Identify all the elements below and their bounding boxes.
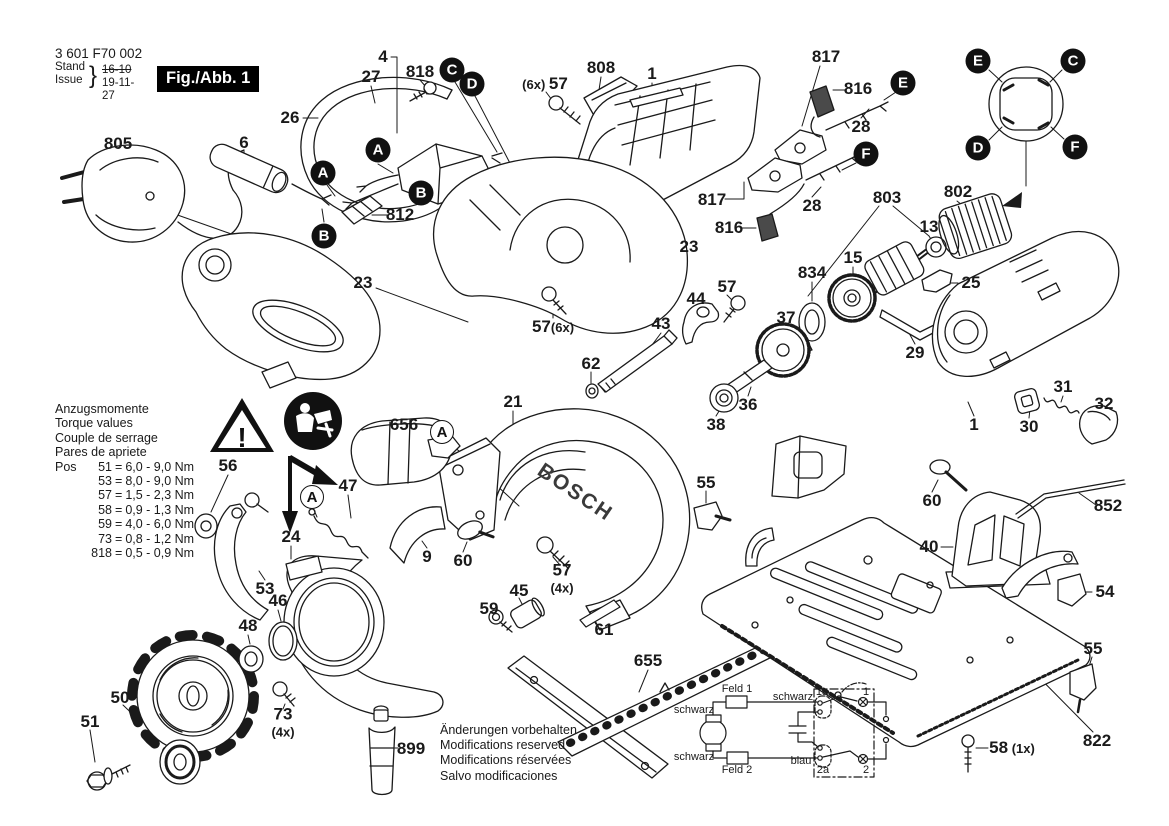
pin-61-drawing	[579, 599, 621, 628]
screw-818-drawing	[409, 81, 437, 102]
spring-31-drawing	[1043, 397, 1080, 414]
dome-screw-60	[457, 520, 495, 540]
torque-row: 53=8,0 - 9,0 Nm	[98, 474, 195, 489]
reference-arrows	[282, 455, 338, 533]
flange-46-48-drawing	[238, 621, 298, 673]
base-plate-drawing	[701, 516, 1091, 748]
brush-assembly-top	[774, 85, 889, 165]
roller-45-drawing	[510, 597, 545, 629]
torque-title-line: Torque values	[55, 416, 133, 431]
saw-blade-drawing	[127, 630, 259, 762]
gear-train-drawing	[585, 295, 811, 413]
grease-tube-drawing	[368, 705, 396, 796]
paper-9-drawing	[389, 506, 446, 564]
angle-guide-drawing	[929, 459, 1126, 607]
screw-58-drawing	[961, 734, 975, 773]
blade-guard-drawing	[437, 408, 691, 631]
cord-sleeve-drawing	[209, 143, 289, 194]
torque-row: 57=1,5 - 2,3 Nm	[98, 488, 195, 503]
note-line: Änderungen vorbehalten	[440, 723, 577, 737]
brush-ring-drawing	[988, 66, 1064, 142]
hex-key-852	[1015, 479, 1126, 519]
screw-73-drawing	[272, 681, 296, 707]
brush-plate-25	[921, 269, 953, 293]
issue-label: Issue	[55, 74, 83, 86]
knob-55-left-drawing	[693, 501, 732, 531]
screw-57-6x-top	[548, 95, 581, 125]
knob-55-right-drawing	[1069, 663, 1097, 714]
part-number: 3 601 F70 002	[55, 46, 143, 61]
note-line: Modifications reserved	[440, 738, 566, 753]
torque-row: 58=0,9 - 1,3 Nm	[98, 502, 195, 517]
handle-cover-drawing	[181, 232, 381, 389]
armature-drawing	[798, 236, 947, 353]
stand-value-old: 16-10	[102, 64, 132, 76]
spring-47-drawing	[308, 508, 369, 559]
torque-row: 818=0,5 - 0,9 Nm	[91, 546, 195, 561]
screw-57-6x-mid	[541, 286, 567, 315]
note-line: Modifications réservées	[440, 753, 572, 768]
brush-assembly-mid	[747, 153, 861, 242]
torque-row: 59=4,0 - 6,0 Nm	[98, 517, 195, 532]
part-30-drawing	[1014, 388, 1040, 414]
brace-glyph: }	[89, 62, 98, 89]
flange-50-bolt-51-drawing	[86, 739, 201, 791]
gear-housing-drawing	[432, 156, 688, 334]
connector-812-drawing	[341, 195, 383, 225]
torque-title-line: Anzugsmomente	[55, 402, 149, 416]
torque-title-line: Couple de serrage	[55, 430, 158, 445]
warning-triangle-icon: !	[210, 398, 274, 453]
power-plug-drawing	[60, 144, 245, 243]
figure-label: Fig./Abb. 1	[157, 66, 260, 92]
cord-wire	[291, 183, 332, 206]
read-manual-icon	[284, 392, 342, 450]
note-line: Salvo modificaciones	[440, 768, 558, 783]
stator-drawing	[938, 193, 1013, 260]
torque-row: 73=0,8 - 1,2 Nm	[98, 531, 195, 546]
lever-53-drawing	[194, 492, 269, 621]
riser-bracket-drawing	[745, 435, 847, 567]
title-block: 3 601 F70 002 Stand Issue } 16-10 19-11-…	[55, 46, 143, 102]
screw-57-4x-drawing	[536, 536, 570, 569]
issue-value: 19-11-27	[102, 77, 135, 102]
stand-label: Stand	[55, 61, 86, 73]
svg-text:!: !	[237, 422, 246, 453]
part-32-drawing	[1078, 404, 1119, 445]
screw-59-drawing	[488, 609, 513, 633]
lower-guard-drawing	[283, 555, 444, 718]
motor-housing-drawing	[931, 230, 1120, 378]
wiring-schematic	[699, 682, 890, 778]
arrow-to-stator	[1002, 192, 1022, 208]
torque-title-line: Pares de apriete	[55, 445, 147, 460]
